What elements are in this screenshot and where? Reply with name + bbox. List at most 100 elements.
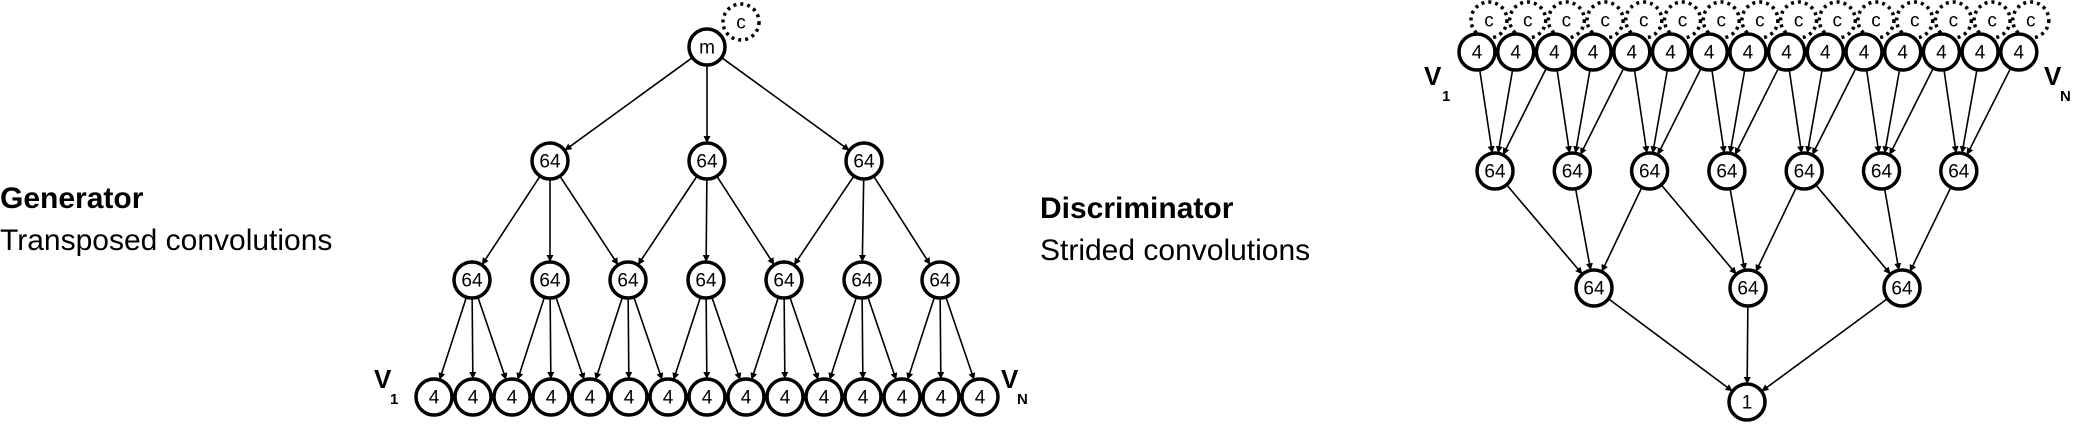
generator-output-node-4: 4 xyxy=(570,377,610,417)
discriminator-l2-node-2-label: 64 xyxy=(1891,279,1913,300)
discriminator-condition-node-6-label: c xyxy=(1716,11,1726,32)
discriminator-input-node-6: 4 xyxy=(1689,32,1729,72)
generator-edge-l2-3-to-out-8 xyxy=(711,296,742,381)
discriminator-input-node-11-circle xyxy=(1882,32,1923,72)
discriminator-l2-node-0-circle xyxy=(1574,268,1614,308)
discriminator-edge-in-10-to-l1-5 xyxy=(1865,69,1882,154)
discriminator-input-node-2-label: 4 xyxy=(1549,43,1560,64)
discriminator-input-node-0: 4 xyxy=(1457,32,1497,72)
generator-edge-l2-3-to-out-7 xyxy=(703,297,711,380)
discriminator-edge-in-8-to-l1-3 xyxy=(1734,67,1780,156)
generator-l2-node-5-circle xyxy=(842,260,882,300)
generator-edge-l2-6-to-out-14 xyxy=(945,296,976,381)
discriminator-edge-l1-4-to-l2-1 xyxy=(1755,186,1798,273)
generator-title: Generator xyxy=(0,182,144,215)
discriminator-input-node-5-circle xyxy=(1650,32,1691,72)
generator-edge-l2-0-to-out-1 xyxy=(469,297,477,380)
discriminator-edges xyxy=(1478,67,2012,392)
generator-output-node-5-label: 4 xyxy=(624,388,635,409)
discriminator-edge-in-6-to-l1-3 xyxy=(1711,69,1727,154)
discriminator-input-node-8-circle xyxy=(1766,32,1807,72)
generator-output-node-11-circle xyxy=(843,377,883,417)
discriminator-edge-l1-4-to-l2-2 xyxy=(1815,184,1892,275)
discriminator-l2-node-2: 64 xyxy=(1882,268,1922,308)
generator-edge-l1-1-to-l2-3 xyxy=(702,178,710,263)
generator-l2-node-5: 64 xyxy=(842,260,882,300)
generator-output-node-10: 4 xyxy=(804,377,844,417)
generator-output-node-5-circle xyxy=(609,377,649,417)
discriminator-l1-node-3-circle xyxy=(1707,151,1747,191)
generator-output-node-11-label: 4 xyxy=(858,388,869,409)
discriminator-edge-in-2-to-l1-1 xyxy=(1556,69,1573,154)
generator-l2-node-2-label: 64 xyxy=(617,271,639,292)
discriminator-input-node-4-label: 4 xyxy=(1627,43,1638,64)
generator-output-node-2: 4 xyxy=(492,377,532,417)
generator-output-node-4-label: 4 xyxy=(585,388,596,409)
generator-output-node-1: 4 xyxy=(453,377,493,417)
generator-subtitle: Transposed convolutions xyxy=(0,224,332,257)
discriminator-output-node: 1 xyxy=(1727,382,1767,422)
discriminator-first-input-sub: 1 xyxy=(1442,88,1450,105)
discriminator-last-input-sub: N xyxy=(2060,88,2071,105)
discriminator-condition-node-9-label: c xyxy=(1833,11,1843,32)
discriminator-l1-node-1-label: 64 xyxy=(1562,162,1584,183)
discriminator-input-node-1: 4 xyxy=(1495,32,1536,72)
discriminator-edge-l1-2-to-l2-0 xyxy=(1601,186,1643,273)
discriminator-l1-node-4: 64 xyxy=(1784,151,1824,191)
discriminator-l2-node-1-circle xyxy=(1728,268,1768,308)
generator-output-node-3-circle xyxy=(531,377,571,417)
generator-last-output-label: V xyxy=(1001,364,1019,394)
generator-output-node-6: 4 xyxy=(648,377,688,417)
discriminator-output-node-circle xyxy=(1727,382,1767,422)
generator-output-node-9-label: 4 xyxy=(780,388,791,409)
discriminator-edge-in-6-to-l1-2 xyxy=(1656,67,1702,156)
discriminator-l1-node-4-label: 64 xyxy=(1794,162,1816,183)
discriminator-input-node-7-label: 4 xyxy=(1743,43,1754,64)
generator-latent-node: m xyxy=(687,27,727,67)
discriminator-input-node-9: 4 xyxy=(1805,32,1846,72)
discriminator-edge-in-7-to-l1-3 xyxy=(1727,69,1746,154)
discriminator-edge-l1-0-to-l2-0 xyxy=(1506,184,1583,275)
discriminator-first-input-label: V xyxy=(1424,61,1442,91)
discriminator-l1-node-4-circle xyxy=(1784,151,1824,191)
generator-l1-node-0-circle xyxy=(530,141,570,181)
generator-edge-latent-to-l1-0 xyxy=(564,56,693,152)
generator-l2-node-1-circle xyxy=(530,260,570,300)
discriminator-edge-in-3-to-l1-1 xyxy=(1573,69,1591,154)
generator-edge-latent-to-l1-2 xyxy=(721,56,850,152)
discriminator-edge-in-11-to-l1-5 xyxy=(1882,69,1901,154)
generator-edge-l1-1-to-l2-4 xyxy=(716,175,775,266)
generator-output-node-9: 4 xyxy=(765,377,805,417)
generator-output-node-5: 4 xyxy=(609,377,649,417)
discriminator-condition-node-14-label: c xyxy=(2026,11,2036,32)
discriminator-input-node-8: 4 xyxy=(1766,32,1807,72)
discriminator-condition-node-4-label: c xyxy=(1639,11,1649,32)
generator-output-node-8-circle xyxy=(726,377,766,417)
generator-edge-l2-6-to-out-12 xyxy=(906,296,936,381)
discriminator-l2-node-1: 64 xyxy=(1728,268,1768,308)
generator-output-node-13-label: 4 xyxy=(936,388,947,409)
discriminator-edge-in-12-to-l1-6 xyxy=(1943,69,1959,154)
generator-edge-l1-1-to-l2-2 xyxy=(637,175,698,266)
generator-edge-l1-0-to-l2-2 xyxy=(559,175,619,266)
discriminator-edge-in-4-to-l1-1 xyxy=(1579,67,1625,156)
generator-l2-node-3-circle xyxy=(686,260,726,300)
discriminator-edge-in-12-to-l1-5 xyxy=(1888,67,1935,156)
generator-output-node-0-circle xyxy=(414,377,454,417)
discriminator-input-node-13-label: 4 xyxy=(1975,43,1986,64)
generator-edge-l2-2-to-out-6 xyxy=(633,296,664,381)
discriminator-condition-node-7-label: c xyxy=(1755,11,1765,32)
discriminator-l1-node-0: 64 xyxy=(1475,151,1515,191)
discriminator-edge-l1-6-to-l2-2 xyxy=(1909,186,1952,273)
discriminator-edge-in-9-to-l1-4 xyxy=(1805,69,1823,154)
discriminator-edge-l1-5-to-l2-2 xyxy=(1883,188,1902,271)
generator-output-node-7-label: 4 xyxy=(702,388,713,409)
discriminator-input-node-14-label: 4 xyxy=(2014,43,2025,64)
generator-edge-l2-2-to-out-4 xyxy=(594,296,624,381)
discriminator-l1-node-6-circle xyxy=(1939,151,1979,191)
discriminator-input-node-0-label: 4 xyxy=(1472,43,1483,64)
discriminator-edge-l2-1-to-out xyxy=(1743,305,1751,385)
generator-l2-node-0-label: 64 xyxy=(461,271,483,292)
